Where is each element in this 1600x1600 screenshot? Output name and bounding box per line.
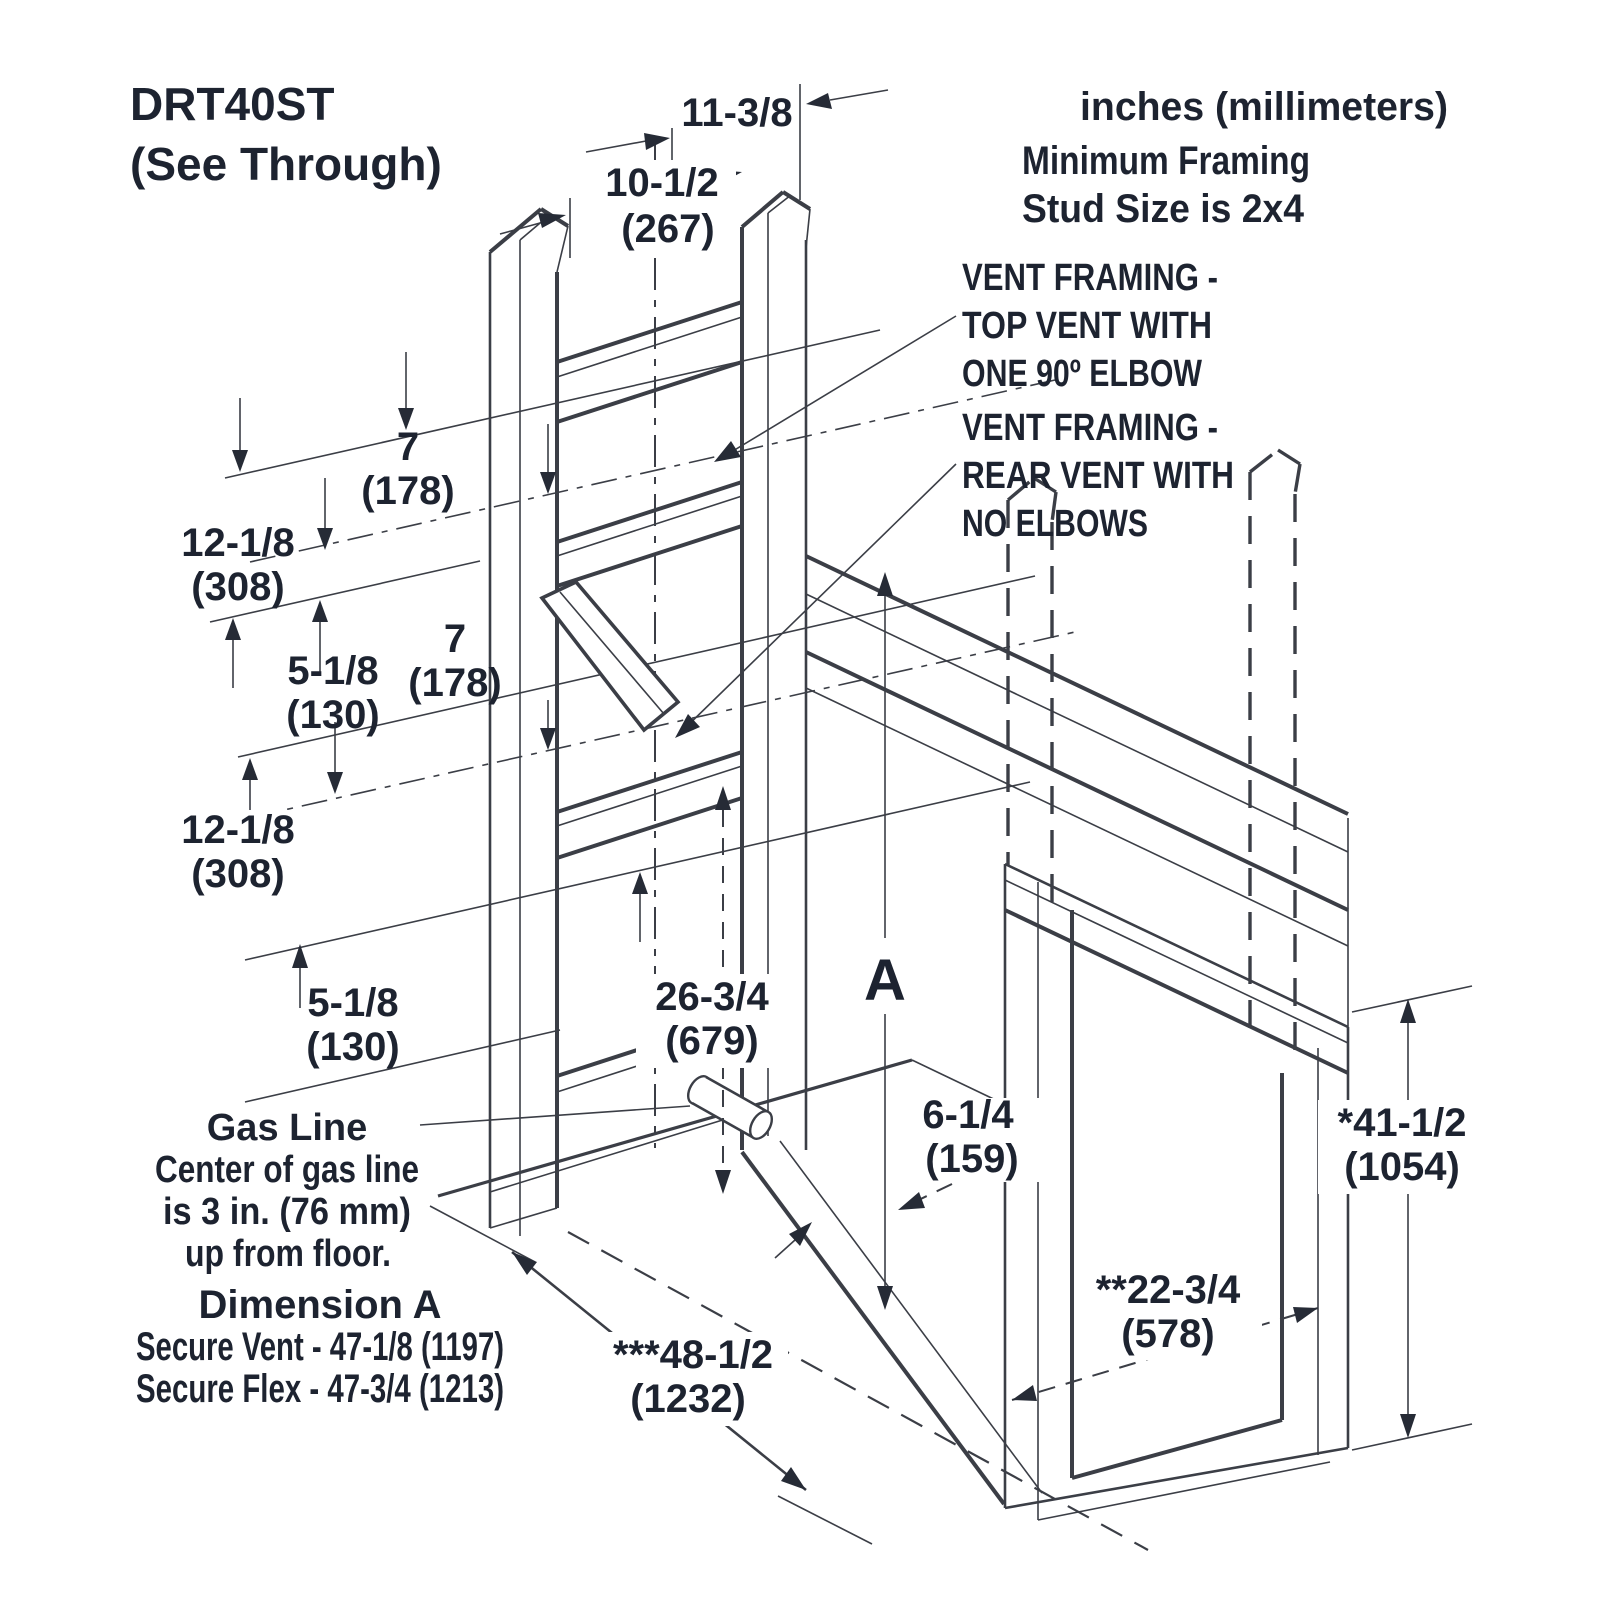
dim-height: *41-1/2 (1054) [1318, 985, 1490, 1451]
framing-note-line2: Stud Size is 2x4 [1022, 187, 1305, 231]
dimension-a-secure-vent: Secure Vent - 47-1/8 (1197) [136, 1325, 504, 1369]
rear-wall-framing [805, 448, 1349, 1055]
dim-12a-mm: (308) [191, 565, 284, 609]
dim-depth-mm: (679) [665, 1019, 758, 1063]
dim-7a-mm: (178) [361, 469, 454, 513]
dim-gasline-offset: 6-1/4 (159) [774, 1093, 1042, 1259]
dim-opening-width-mm: (267) [621, 207, 714, 251]
framing-note-line1: Minimum Framing [1022, 139, 1310, 183]
floor-lines [437, 1058, 1149, 1551]
dim-5a-in: 5-1/8 [287, 649, 378, 693]
hidden-stud-right [1248, 448, 1302, 1055]
gas-note-line3: is 3 in. (76 mm) [163, 1191, 411, 1233]
dimension-a-title: Dimension A [199, 1283, 442, 1327]
page-title-model: DRT40ST [130, 78, 334, 130]
note-gas-line: Gas Line Center of gas line is 3 in. (76… [155, 1105, 691, 1275]
dim-height-in: *41-1/2 [1338, 1101, 1467, 1145]
dim-5a-mm: (130) [286, 693, 379, 737]
dim-rear-width: **22-3/4 (578) [1011, 1268, 1319, 1401]
hidden-stud-left [1006, 476, 1058, 905]
dim-5b-mm: (130) [306, 1025, 399, 1069]
dim-total-width: ***48-1/2 (1232) [429, 1205, 873, 1545]
callout-rear-vent-line3: NO ELBOWS [962, 503, 1148, 545]
dim-height-mm: (1054) [1344, 1145, 1460, 1189]
dim-a-label: A [864, 948, 906, 1013]
gas-note-line4: up from floor. [185, 1233, 391, 1275]
callout-rear-vent-line1: VENT FRAMING - [962, 407, 1218, 449]
dim-5b-in: 5-1/8 [307, 981, 398, 1025]
callout-top-vent-line1: VENT FRAMING - [962, 257, 1218, 299]
callout-rear-vent: VENT FRAMING - REAR VENT WITH NO ELBOWS [675, 407, 1234, 738]
dim-12b-in: 12-1/8 [181, 808, 294, 852]
note-dimension-a: Dimension A Secure Vent - 47-1/8 (1197) … [136, 1283, 504, 1411]
gas-note-line2: Center of gas line [155, 1149, 419, 1191]
dimension-a-secure-flex: Secure Flex - 47-3/4 (1213) [136, 1367, 504, 1411]
gas-pipe [686, 1075, 774, 1140]
vent-brace [539, 579, 681, 733]
dim-total-in: ***48-1/2 [613, 1333, 773, 1377]
dim-top-width-label: 11-3/8 [681, 91, 792, 135]
dim-a: A [853, 572, 917, 1310]
dim-6-in: 6-1/4 [922, 1093, 1014, 1137]
dim-12a-in: 12-1/8 [181, 521, 294, 565]
callout-top-vent-line2: TOP VENT WITH [962, 305, 1212, 347]
dim-rear-width-mm: (578) [1121, 1312, 1214, 1356]
rear-opening-frame [1003, 862, 1350, 1521]
dim-7a-in: 7 [397, 425, 419, 469]
callout-top-vent-line3: ONE 90º ELBOW [962, 353, 1202, 395]
dim-opening-width-in: 10-1/2 [605, 161, 718, 205]
dim-top-width: 11-3/8 [585, 84, 889, 216]
dim-12b-mm: (308) [191, 852, 284, 896]
front-frame [488, 190, 812, 1236]
units-note: inches (millimeters) [1080, 85, 1448, 129]
dim-7b-mm: (178) [408, 661, 501, 705]
callout-rear-vent-line2: REAR VENT WITH [962, 455, 1234, 497]
dim-6-mm: (159) [925, 1137, 1018, 1181]
callout-top-vent: VENT FRAMING - TOP VENT WITH ONE 90º ELB… [714, 257, 1218, 462]
page-title-variant: (See Through) [130, 138, 442, 190]
dim-7b-in: 7 [444, 617, 466, 661]
header-texts: DRT40ST (See Through) inches (millimeter… [130, 78, 1448, 231]
dim-depth: 26-3/4 (679) [636, 786, 794, 1194]
dim-opening-width: 10-1/2 (267) [499, 160, 742, 258]
dim-depth-in: 26-3/4 [655, 975, 769, 1019]
dim-rear-width-in: **22-3/4 [1096, 1268, 1241, 1312]
left-dimension-stack: 7 (178) 12-1/8 (308) 5-1/8 (130) 7 (178)… [174, 352, 648, 1069]
front-stud-left [488, 207, 570, 1236]
gas-note-line1: Gas Line [207, 1107, 368, 1149]
dim-total-mm: (1232) [630, 1377, 746, 1421]
